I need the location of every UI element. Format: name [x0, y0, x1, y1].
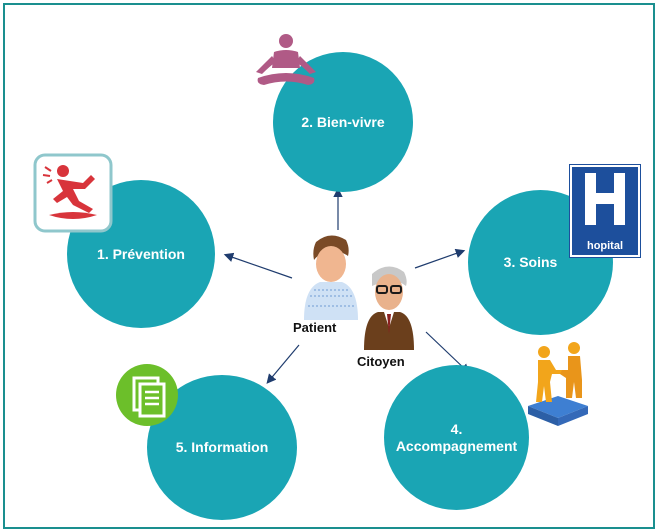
citoyen-avatar: [364, 266, 414, 350]
arrow-to-information: [266, 344, 300, 384]
node-prevention-label: 1. Prévention: [97, 245, 185, 262]
node-accompagnement-number: 4.: [450, 420, 463, 437]
diagram-frame: [3, 3, 655, 529]
hospital-sign-text: hopital: [586, 240, 624, 252]
patient-avatar: [304, 235, 358, 320]
node-soins-label: 3. Soins: [503, 254, 558, 270]
node-accompagnement-label: Accompagnement: [395, 437, 518, 454]
hospital-sign-icon: hopital: [570, 165, 640, 257]
fall-warning-icon: [33, 153, 113, 233]
node-accompagnement: 4. Accompagnement: [384, 365, 529, 510]
patient-label: Patient: [293, 320, 337, 335]
arrow-to-prevention: [223, 252, 293, 279]
arrow-to-soins: [414, 248, 466, 269]
node-bien-vivre-label: 2. Bien-vivre: [301, 113, 385, 130]
meditation-icon: [256, 34, 316, 85]
citoyen-label: Citoyen: [357, 354, 405, 369]
puzzle-people-icon: [528, 342, 588, 426]
hospital-h-glyph: [585, 173, 625, 225]
document-icon: [116, 364, 178, 426]
node-information-label: 5. Information: [175, 439, 269, 455]
